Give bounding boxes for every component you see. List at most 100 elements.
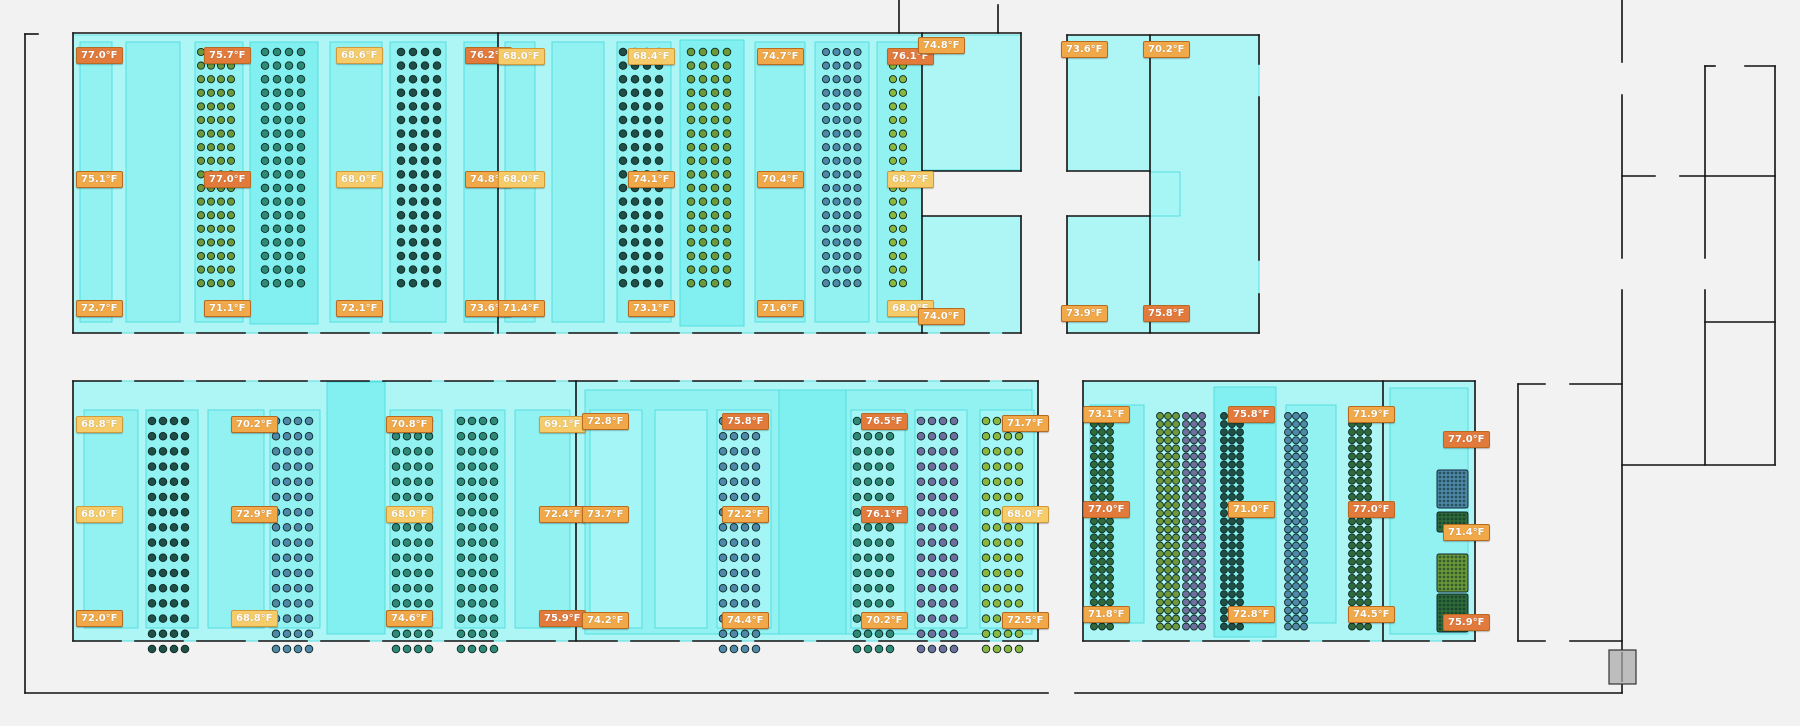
plant-pot-icon[interactable] [420, 74, 430, 84]
plant-pot-icon[interactable] [432, 115, 442, 125]
plant-pot-icon[interactable] [158, 553, 168, 563]
plant-pot-icon[interactable] [853, 115, 862, 125]
plant-pot-icon[interactable] [226, 238, 236, 247]
plant-pot-icon[interactable] [432, 224, 442, 234]
plant-pot-icon[interactable] [408, 74, 418, 84]
plant-pot-icon[interactable] [927, 568, 937, 578]
plant-pot-icon[interactable] [424, 462, 434, 471]
plant-pot-icon[interactable] [852, 477, 862, 487]
plant-pot-icon[interactable] [304, 447, 314, 456]
plant-pot-icon[interactable] [1356, 484, 1364, 493]
plant-pot-icon[interactable] [1014, 492, 1024, 502]
plant-pot-icon[interactable] [402, 644, 412, 654]
plant-pot-icon[interactable] [1292, 598, 1300, 607]
plant-pot-icon[interactable] [169, 553, 179, 563]
plant-pot-icon[interactable] [1300, 452, 1308, 461]
plant-pot-icon[interactable] [992, 523, 1002, 532]
plant-pot-icon[interactable] [898, 156, 908, 165]
plant-pot-icon[interactable] [260, 61, 270, 70]
plant-pot-icon[interactable] [1292, 476, 1300, 485]
plant-pot-icon[interactable] [1284, 541, 1292, 550]
plant-pot-icon[interactable] [1106, 590, 1114, 599]
plant-pot-icon[interactable] [489, 644, 499, 654]
plant-pot-icon[interactable] [1198, 590, 1206, 599]
plant-pot-icon[interactable] [832, 224, 841, 233]
plant-pot-icon[interactable] [698, 129, 708, 138]
plant-pot-icon[interactable] [1090, 468, 1098, 477]
plant-pot-icon[interactable] [1190, 428, 1198, 437]
plant-pot-icon[interactable] [1198, 622, 1206, 631]
plant-pot-icon[interactable] [1220, 476, 1228, 485]
plant-pot-icon[interactable] [260, 115, 270, 125]
plant-pot-icon[interactable] [420, 142, 430, 152]
plant-pot-icon[interactable] [938, 523, 948, 532]
plant-pot-icon[interactable] [821, 211, 831, 220]
plant-pot-icon[interactable] [686, 88, 696, 98]
bench-zone[interactable] [454, 409, 506, 629]
plant-pot-icon[interactable] [686, 210, 696, 220]
plant-pot-icon[interactable] [821, 75, 831, 84]
plant-pot-icon[interactable] [478, 583, 488, 593]
plant-pot-icon[interactable] [147, 568, 157, 578]
plant-pot-icon[interactable] [1172, 468, 1180, 477]
plant-pot-icon[interactable] [654, 224, 664, 234]
plant-pot-icon[interactable] [1284, 582, 1292, 591]
plant-pot-icon[interactable] [1300, 484, 1308, 493]
plant-pot-icon[interactable] [391, 462, 401, 471]
plant-pot-icon[interactable] [1182, 436, 1190, 445]
plant-pot-icon[interactable] [1236, 574, 1244, 582]
plant-pot-icon[interactable] [1220, 565, 1228, 574]
plant-pot-icon[interactable] [1164, 509, 1172, 518]
plant-pot-icon[interactable] [413, 447, 423, 456]
plant-pot-icon[interactable] [618, 238, 628, 247]
plant-pot-icon[interactable] [1284, 493, 1292, 501]
plant-pot-icon[interactable] [654, 142, 664, 152]
bench-zone[interactable] [125, 41, 181, 323]
plant-pot-icon[interactable] [432, 74, 442, 84]
plant-pot-icon[interactable] [1190, 444, 1198, 453]
plant-pot-icon[interactable] [842, 75, 852, 84]
plant-pot-icon[interactable] [1098, 582, 1106, 590]
plant-pot-icon[interactable] [1098, 557, 1106, 566]
plant-pot-icon[interactable] [391, 568, 401, 578]
plant-pot-icon[interactable] [751, 568, 761, 578]
plant-pot-icon[interactable] [1300, 501, 1308, 510]
plant-pot-icon[interactable] [1356, 582, 1364, 590]
plant-pot-icon[interactable] [821, 238, 831, 247]
plant-pot-icon[interactable] [158, 462, 168, 471]
plant-pot-icon[interactable] [456, 416, 466, 426]
plant-pot-icon[interactable] [885, 583, 895, 593]
plant-pot-icon[interactable] [456, 568, 466, 578]
plant-pot-icon[interactable] [147, 583, 157, 593]
plant-pot-icon[interactable] [260, 102, 270, 111]
plant-pot-icon[interactable] [413, 523, 423, 532]
plant-pot-icon[interactable] [396, 102, 406, 111]
plant-pot-icon[interactable] [1156, 517, 1164, 526]
plant-pot-icon[interactable] [1190, 549, 1198, 558]
plant-pot-icon[interactable] [949, 416, 959, 426]
plant-pot-icon[interactable] [853, 102, 862, 111]
plant-pot-icon[interactable] [216, 211, 226, 220]
plant-pot-icon[interactable] [408, 251, 418, 261]
plant-pot-icon[interactable] [1300, 533, 1308, 542]
plant-pot-icon[interactable] [852, 644, 862, 654]
plant-pot-icon[interactable] [832, 156, 841, 165]
plant-pot-icon[interactable] [821, 183, 831, 193]
plant-pot-icon[interactable] [420, 170, 430, 179]
plant-pot-icon[interactable] [832, 211, 841, 220]
plant-pot-icon[interactable] [296, 210, 306, 220]
plant-pot-icon[interactable] [293, 462, 303, 471]
plant-pot-icon[interactable] [898, 88, 908, 97]
plant-pot-icon[interactable] [821, 279, 831, 288]
plant-pot-icon[interactable] [1236, 436, 1244, 445]
plant-pot-icon[interactable] [456, 477, 466, 487]
plant-pot-icon[interactable] [296, 88, 306, 98]
plant-pot-icon[interactable] [1172, 509, 1180, 518]
plant-pot-icon[interactable] [158, 507, 168, 517]
plant-pot-icon[interactable] [456, 583, 466, 593]
plant-pot-icon[interactable] [1182, 582, 1190, 591]
plant-pot-icon[interactable] [158, 447, 168, 456]
plant-pot-icon[interactable] [284, 278, 294, 288]
plant-pot-icon[interactable] [1220, 614, 1228, 623]
plant-pot-icon[interactable] [272, 238, 282, 247]
